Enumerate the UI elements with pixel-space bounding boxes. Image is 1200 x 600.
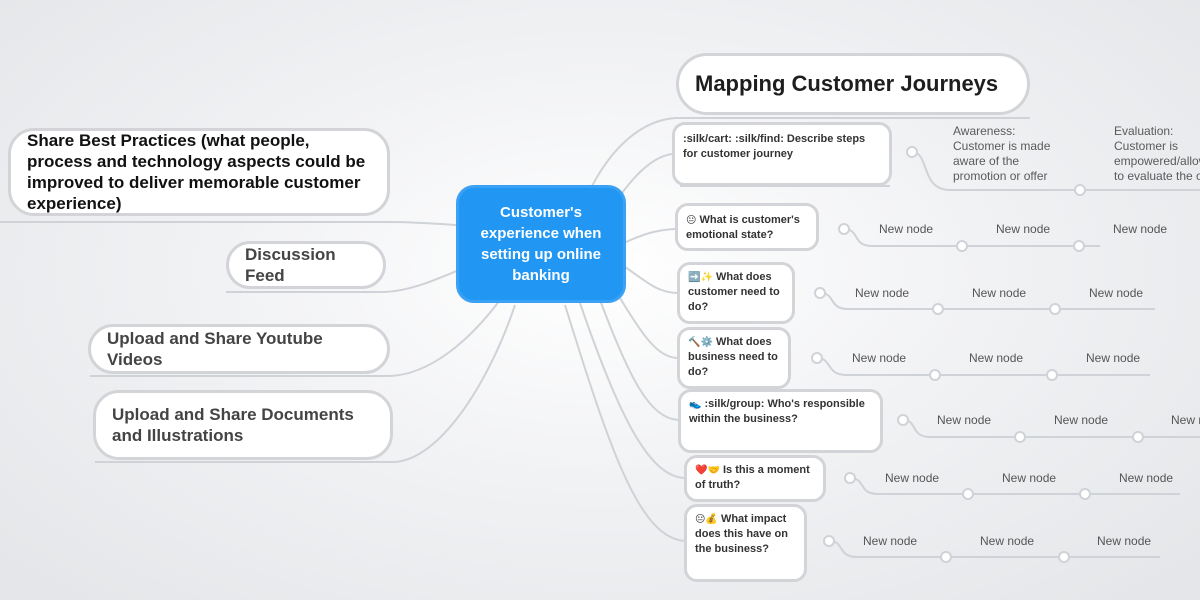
leaf-node[interactable]: New node	[1097, 534, 1152, 548]
central-topic-label: Customer's experience when setting up on…	[480, 204, 602, 284]
link-left-0	[0, 221, 471, 227]
leaf-node[interactable]: New node	[855, 286, 910, 300]
link-right-2	[621, 264, 678, 294]
link-right-3	[614, 289, 678, 359]
topic-label: Upload and Share Documents and Illustrat…	[112, 405, 354, 445]
leaf-node[interactable]: New node	[1119, 471, 1174, 485]
heart-handshake-icon: ❤️🤝	[695, 465, 720, 476]
topic-label: What impact does this have on the busine…	[695, 513, 788, 555]
stage-evaluation[interactable]: Evaluation: Customer is empowered/allowe…	[1114, 124, 1200, 183]
topic-label: Share Best Practices (what people, proce…	[27, 131, 366, 213]
link-right-4	[599, 299, 679, 421]
shoe-icon: 👟	[689, 399, 702, 410]
leaf-node[interactable]: New node	[885, 471, 940, 485]
face-moneybag-icon: 😐💰	[695, 514, 718, 525]
topic-label: Mapping Customer Journeys	[695, 71, 999, 96]
leaf-node[interactable]: New node	[1171, 413, 1200, 427]
central-topic[interactable]: Customer's experience when setting up on…	[456, 185, 626, 303]
topic-label: What is customer's emotional state?	[686, 214, 800, 241]
topic-emotional-state[interactable]: 😐 What is customer's emotional state?	[675, 203, 819, 251]
topic-mapping-customer-journeys[interactable]: Mapping Customer Journeys	[676, 53, 1030, 115]
topic-customer-need[interactable]: ➡️✨ What does customer need to do?	[677, 262, 795, 324]
link-right-6	[564, 304, 687, 542]
topic-label: :silk/cart: :silk/find: Describe steps f…	[683, 133, 866, 160]
topic-label: :silk/group: Who's responsible within th…	[689, 398, 865, 425]
leaf-node[interactable]: New node	[969, 351, 1024, 365]
leaf-node[interactable]: New node	[863, 534, 918, 548]
topic-label: Is this a moment of truth?	[695, 464, 810, 491]
leaf-node[interactable]: New node	[937, 413, 992, 427]
topic-moment-of-truth[interactable]: ❤️🤝 Is this a moment of truth?	[684, 455, 826, 502]
stage-awareness[interactable]: Awareness: Customer is made aware of the…	[953, 124, 1051, 183]
topic-label: What does customer need to do?	[688, 271, 780, 313]
link-left-3	[95, 304, 516, 463]
leaf-node[interactable]: New node	[1113, 222, 1168, 236]
topic-documents-illustrations[interactable]: Upload and Share Documents and Illustrat…	[93, 390, 393, 460]
link-title	[589, 117, 1030, 191]
leaf-node[interactable]: New node	[980, 534, 1035, 548]
topic-share-best-practices[interactable]: Share Best Practices (what people, proce…	[8, 128, 390, 216]
topic-business-impact[interactable]: 😐💰 What impact does this have on the bus…	[684, 504, 807, 582]
leaf-node[interactable]: New node	[879, 222, 934, 236]
topic-youtube-videos[interactable]: Upload and Share Youtube Videos	[88, 324, 390, 374]
topic-label: Discussion Feed	[245, 245, 336, 285]
topic-label: Upload and Share Youtube Videos	[107, 329, 323, 369]
topic-describe-steps[interactable]: :silk/cart: :silk/find: Describe steps f…	[672, 122, 892, 186]
link-right-1	[619, 228, 676, 246]
arrow-sparkles-icon: ➡️✨	[688, 272, 713, 283]
leaf-node[interactable]: New node	[1089, 286, 1144, 300]
topic-whos-responsible[interactable]: 👟 :silk/group: Who's responsible within …	[678, 389, 883, 453]
leaf-node[interactable]: New node	[996, 222, 1051, 236]
topic-business-need[interactable]: 🔨⚙️ What does business need to do?	[677, 327, 791, 389]
hammer-gear-icon: 🔨⚙️	[688, 337, 713, 348]
neutral-face-icon: 😐	[686, 215, 697, 226]
topic-label: What does business need to do?	[688, 336, 778, 378]
leaf-node[interactable]: New node	[972, 286, 1027, 300]
link-left-2	[90, 299, 501, 377]
leaf-node[interactable]: New node	[1086, 351, 1141, 365]
link-right-5	[579, 302, 685, 479]
leaf-node[interactable]: New node	[1002, 471, 1057, 485]
topic-discussion-feed[interactable]: Discussion Feed	[226, 241, 386, 289]
leaf-node[interactable]: New node	[852, 351, 907, 365]
leaf-node[interactable]: New node	[1054, 413, 1109, 427]
